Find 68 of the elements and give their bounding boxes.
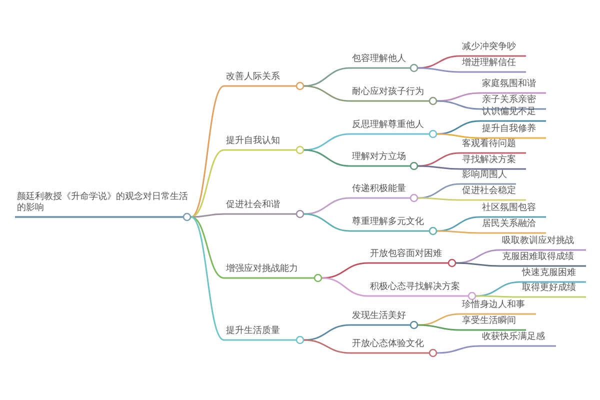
topic-label: 开放包容面对困难 bbox=[368, 249, 457, 268]
branch-line bbox=[418, 324, 460, 331]
branch-line bbox=[476, 295, 520, 298]
topic-label: 开放心态体验文化 bbox=[350, 339, 438, 358]
topic-label: 增强应对挑战能力 bbox=[224, 264, 323, 283]
leaf-label: 寻找解决方案 bbox=[460, 155, 526, 170]
branch-line bbox=[418, 152, 460, 167]
branch-line bbox=[304, 324, 350, 341]
branch-line bbox=[418, 165, 460, 170]
branch-line bbox=[304, 339, 350, 354]
branch-line bbox=[190, 149, 224, 218]
topic-label: 促进社会和谐 bbox=[224, 200, 305, 219]
topic-label: 提升自我认知 bbox=[224, 136, 305, 155]
branch-line bbox=[190, 216, 224, 341]
leaf-label: 客观看待问题 bbox=[460, 139, 526, 154]
topic-label: 尊重理解多元文化 bbox=[350, 217, 438, 236]
branch-line bbox=[322, 277, 368, 297]
branch-line bbox=[418, 197, 460, 201]
leaf-label: 吸取教训应对挑战 bbox=[500, 236, 586, 251]
branch-line bbox=[436, 120, 480, 135]
branch-line bbox=[418, 67, 460, 73]
leaf-label: 珍惜身边人和事 bbox=[460, 300, 536, 315]
branch-line bbox=[436, 100, 480, 110]
branch-line bbox=[437, 230, 480, 234]
branch-line bbox=[418, 55, 460, 69]
topic-label: 包容理解他人 bbox=[350, 54, 419, 73]
topic-label: 反思理解尊重他人 bbox=[350, 120, 438, 139]
branch-line bbox=[436, 345, 480, 354]
branch-line bbox=[322, 262, 368, 279]
branch-line bbox=[436, 133, 480, 139]
leaf-label: 促进社会稳定 bbox=[460, 186, 526, 201]
leaf-label: 取得更好成绩 bbox=[520, 283, 586, 298]
branch-line bbox=[436, 216, 480, 232]
topic-label: 积极心态寻找解决方案 bbox=[368, 282, 477, 301]
branch-line bbox=[304, 133, 350, 151]
leaf-label: 快速克服困难 bbox=[520, 268, 586, 283]
topic-label: 提升生活质量 bbox=[224, 326, 305, 345]
topic-label: 传递积极能量 bbox=[350, 184, 419, 203]
topic-label: 改善人际关系 bbox=[224, 72, 305, 91]
branch-line bbox=[456, 262, 500, 267]
leaf-label: 减少冲突争吵 bbox=[460, 42, 526, 57]
branch-line bbox=[304, 67, 350, 87]
branch-line bbox=[418, 183, 460, 199]
branch-line bbox=[304, 149, 350, 167]
leaf-label: 社区氛围包容 bbox=[480, 203, 546, 218]
leaf-label: 收获快乐满足感 bbox=[480, 332, 556, 347]
branch-line bbox=[304, 197, 350, 215]
leaf-label: 影响周围人 bbox=[460, 170, 516, 185]
branch-line bbox=[304, 85, 350, 102]
branch-line bbox=[418, 313, 460, 326]
leaf-label: 克服困难取得成绩 bbox=[500, 252, 586, 267]
topic-label: 颜廷利教授《升命学说》的观念对日常生活的影响 bbox=[15, 192, 192, 222]
leaf-label: 家庭氛围和谐 bbox=[480, 79, 546, 94]
branch-line bbox=[190, 213, 224, 218]
leaf-label: 享受生活瞬间 bbox=[460, 316, 526, 331]
branch-line bbox=[304, 213, 350, 232]
leaf-label: 认识偏见不足 bbox=[480, 107, 546, 122]
topic-label: 发现生活美好 bbox=[350, 311, 419, 330]
branch-line bbox=[190, 85, 224, 218]
branch-line bbox=[436, 92, 480, 102]
branch-line bbox=[456, 249, 500, 264]
leaf-label: 居民关系融洽 bbox=[480, 219, 546, 234]
leaf-label: 提升自我修养 bbox=[480, 124, 546, 139]
topic-label: 耐心应对孩子行为 bbox=[350, 87, 438, 106]
branch-line bbox=[476, 281, 520, 297]
branch-line bbox=[190, 216, 224, 279]
topic-label: 理解对方立场 bbox=[350, 152, 419, 171]
leaf-label: 增进理解信任 bbox=[460, 58, 526, 73]
